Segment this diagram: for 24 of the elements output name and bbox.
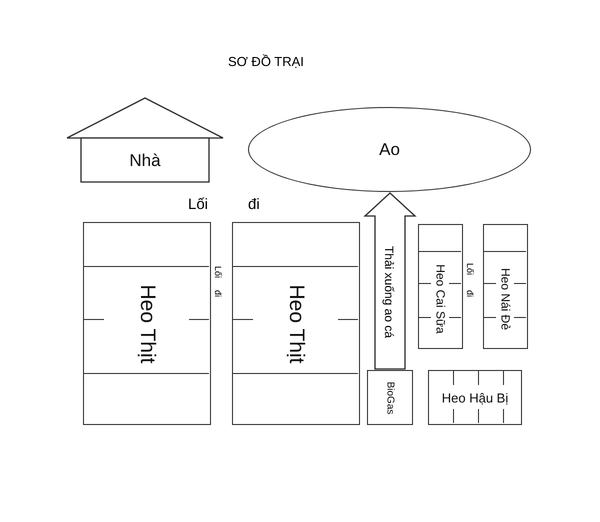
walkway-label: đi [248,196,260,213]
area-label: BioGas [384,381,396,414]
area-label: Heo Cai Sữa [434,264,448,334]
area-label: Heo Thịt [284,284,308,363]
pen-box [483,224,528,349]
pen-box [83,222,211,425]
pond-ellipse [248,107,531,192]
area-label: Heo Nái Đẻ [498,268,512,330]
walkway-label: Lối [188,196,208,213]
area-label: Nhà [129,150,161,171]
walkway-label: đi [213,290,223,298]
biogas-box [367,370,413,425]
edge-label: Thải xuống ao cá [382,246,396,339]
walkway-label: Lối [465,263,475,276]
area-label: Heo Thịt [135,284,159,363]
pen-box [232,222,360,425]
walkway-label: đi [465,290,475,298]
walkway-label: Lối [213,266,223,278]
pen-box [428,370,522,425]
house-drawing [66,97,224,183]
area-label: Heo Hậu Bị [442,390,508,405]
pen-box [418,224,463,349]
diagram-title: SƠ ĐỒ TRẠI [228,54,304,69]
area-label: Ao [379,140,400,160]
